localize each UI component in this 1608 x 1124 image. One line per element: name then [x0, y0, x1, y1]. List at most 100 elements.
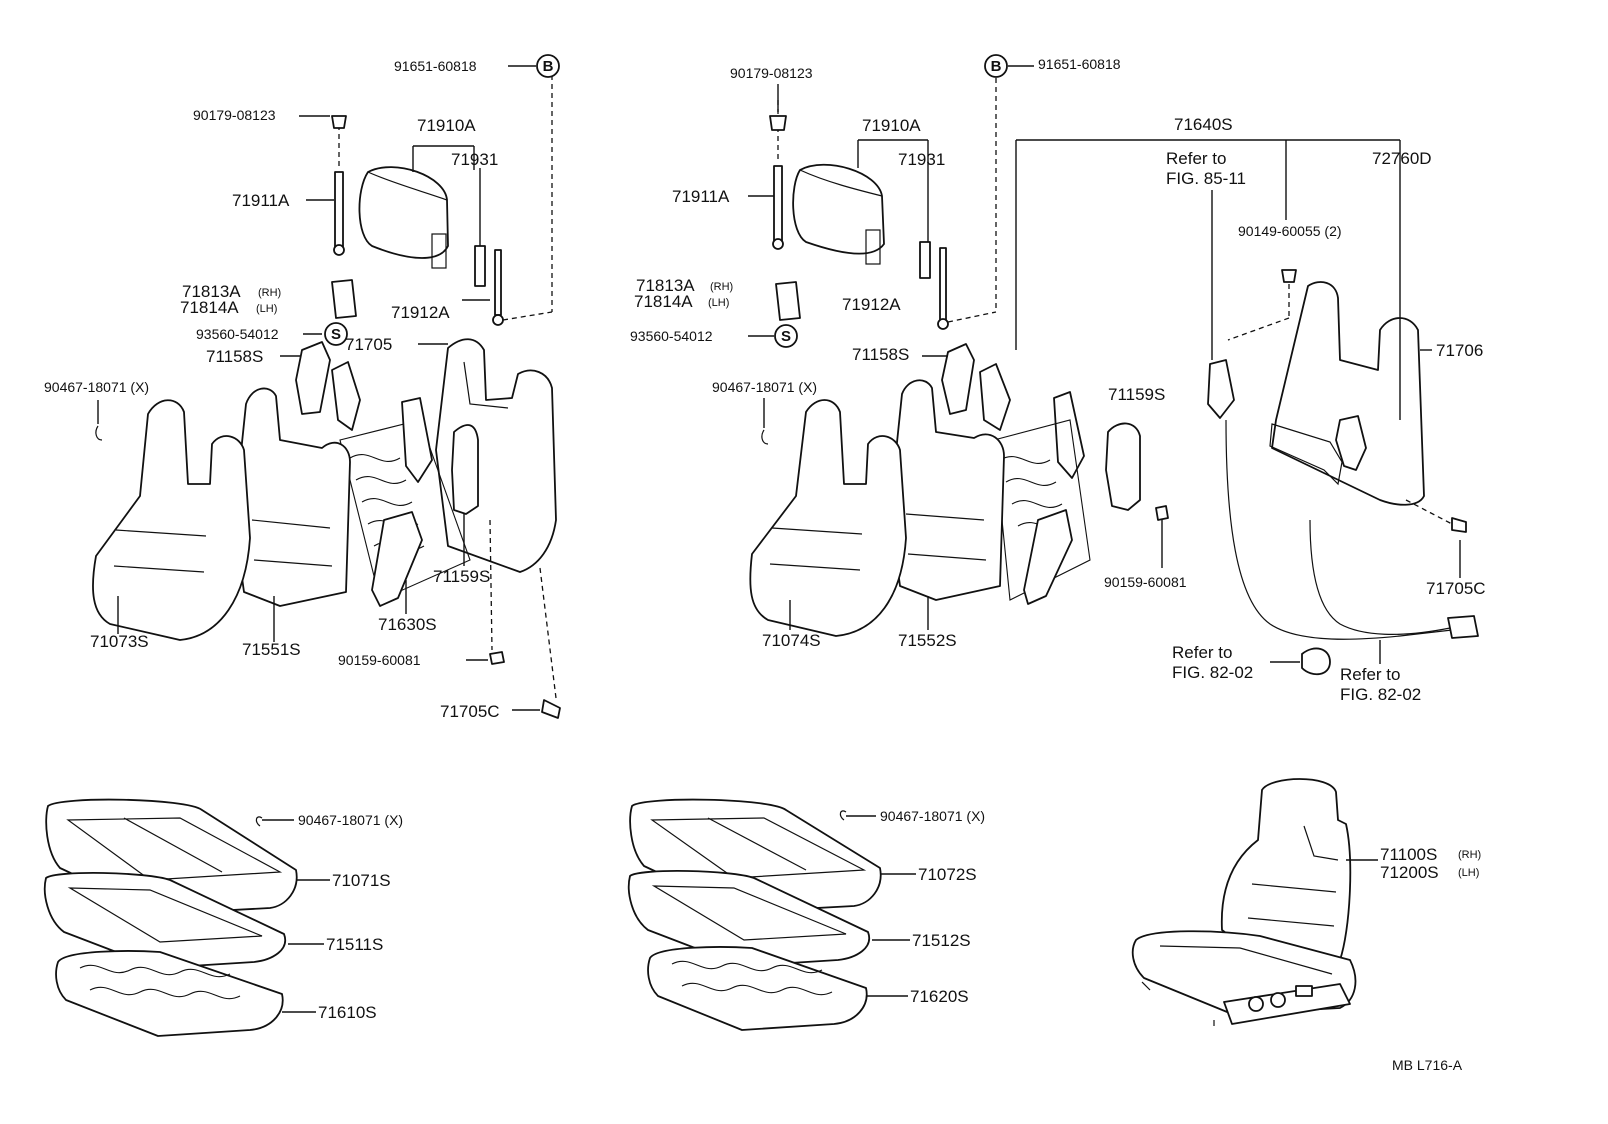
- right-headrest: [792, 163, 885, 255]
- label-71705C-right: 71705C: [1426, 579, 1486, 598]
- svg-text:S: S: [331, 326, 341, 343]
- left-back-pad-71551S: [233, 387, 351, 607]
- left-cushion-spring-71610S: [55, 950, 284, 1037]
- ref-fig-82-02-left-line1: Refer to: [1172, 643, 1232, 662]
- label-71813A-right: 71813A: [636, 276, 695, 295]
- svg-text:(RH): (RH): [1458, 849, 1481, 861]
- label-71072S: 71072S: [918, 865, 977, 884]
- label-71512S: 71512S: [912, 931, 971, 950]
- right-bracket: [775, 281, 801, 321]
- left-screw-icon: [489, 651, 505, 665]
- svg-text:(LH): (LH): [256, 303, 277, 315]
- label-90179-left: 90179-08123: [193, 107, 276, 123]
- label-71552S: 71552S: [898, 631, 957, 650]
- label-91651-left: 91651-60818: [394, 58, 477, 74]
- right-rod: [939, 247, 947, 321]
- left-s-marker-icon: [324, 322, 348, 346]
- right-bolt-90149-icon: [1281, 269, 1297, 283]
- power-switch-knob-2-icon: [1270, 992, 1286, 1008]
- svg-text:B: B: [543, 58, 554, 75]
- right-s-marker-icon: [774, 324, 798, 348]
- ref-fig-82-02-right-line1: Refer to: [1340, 665, 1400, 684]
- left-headrest: [358, 166, 449, 259]
- right-back-pad-71552S: [889, 379, 1005, 601]
- label-71912A-right: 71912A: [842, 295, 901, 314]
- left-lower-panel-71630S: [371, 511, 423, 607]
- right-spring-mat: [993, 419, 1091, 601]
- label-93560-right: 93560-54012: [630, 328, 713, 344]
- left-cushion-group: 90467-18071 (X) 71071S 71511S 71610S: [43, 798, 403, 1037]
- label-71931-left: 71931: [451, 150, 498, 169]
- left-side-cover-71159S: [451, 424, 479, 515]
- right-side-cover-71159S: [1105, 422, 1141, 511]
- right-motor-icon: [1335, 415, 1367, 471]
- right-power-back-frame-71706: [1271, 281, 1425, 506]
- label-90159-left: 90159-60081: [338, 652, 421, 668]
- complete-seat-group: 71100S (RH) 71200S (LH): [1131, 778, 1481, 1026]
- label-71705C-left: 71705C: [440, 702, 500, 721]
- label-71159S-left: 71159S: [433, 567, 490, 586]
- label-71814A-left: 71814A: [180, 298, 239, 317]
- left-cushion-pad-71511S: [43, 872, 287, 969]
- left-bracket: [331, 279, 357, 319]
- right-b-marker-icon: [984, 54, 1008, 78]
- right-cushion-group: 90467-18071 (X) 71072S 71512S 71620S: [627, 798, 985, 1031]
- label-71074S: 71074S: [762, 631, 821, 650]
- label-90467-left-cushion: 90467-18071 (X): [298, 812, 403, 828]
- ref-fig-85-11-line2: FIG. 85-11: [1166, 169, 1246, 188]
- label-71100S: 71100S: [1380, 845, 1437, 864]
- left-side-trim-71158S: [295, 341, 331, 415]
- svg-text:B: B: [991, 58, 1002, 75]
- ref-fig-82-02-right-line2: FIG. 82-02: [1340, 685, 1421, 704]
- right-side-trim-71158S: [941, 343, 975, 415]
- label-71630S-left: 71630S: [378, 615, 437, 634]
- left-spring-mat: [339, 419, 471, 601]
- ref-fig-85-11-line1: Refer to: [1166, 149, 1226, 168]
- right-cushion-spring-71620S: [647, 946, 868, 1031]
- svg-text:(RH): (RH): [258, 287, 281, 299]
- label-90159-right: 90159-60081: [1104, 574, 1187, 590]
- label-71511S: 71511S: [326, 935, 383, 954]
- left-bolt-icon: [541, 699, 561, 719]
- right-headrest-stay: [773, 165, 783, 243]
- label-71911A-left: 71911A: [232, 191, 290, 210]
- right-bolt-71705C-icon: [1451, 517, 1467, 533]
- right-actuator-icon: [1207, 359, 1235, 419]
- label-90467-right-cushion: 90467-18071 (X): [880, 808, 985, 824]
- label-71551S: 71551S: [242, 640, 301, 659]
- right-harness: [1225, 419, 1453, 640]
- label-71640S: 71640S: [1174, 115, 1233, 134]
- svg-text:(LH): (LH): [1458, 867, 1479, 879]
- svg-text:(RH): (RH): [710, 281, 733, 293]
- label-71071S: 71071S: [332, 871, 391, 890]
- label-71620S: 71620S: [910, 987, 969, 1006]
- complete-seat-back: [1220, 778, 1352, 961]
- label-71158S-left: 71158S: [206, 347, 263, 366]
- svg-text:(LH): (LH): [708, 297, 729, 309]
- right-nut-icon: [769, 115, 787, 131]
- ref-fig-82-02-left-line2: FIG. 82-02: [1172, 663, 1253, 682]
- label-71158S-right: 71158S: [852, 345, 909, 364]
- right-cushion-pad-71512S: [627, 870, 871, 967]
- svg-text:S: S: [781, 328, 791, 345]
- left-rod: [494, 249, 502, 316]
- right-seat-back-group: B S 90179-08123 91651-60818 71910A 71931…: [630, 54, 1486, 704]
- label-71911A-right: 71911A: [672, 187, 730, 206]
- label-71073S: 71073S: [90, 632, 149, 651]
- left-nut-icon: [331, 115, 347, 129]
- left-headrest-stay: [334, 171, 344, 249]
- right-bolt-small-icon: [1155, 505, 1169, 521]
- right-back-cover-71074S: [749, 399, 907, 637]
- label-71813A-left: 71813A: [182, 282, 241, 301]
- label-71910A-left: 71910A: [417, 116, 476, 135]
- label-91651-right: 91651-60818: [1038, 56, 1121, 72]
- label-71910A-right: 71910A: [862, 116, 921, 135]
- label-71912A-left: 71912A: [391, 303, 450, 322]
- label-90467-right-back: 90467-18071 (X): [712, 379, 817, 395]
- left-seat-back-group: B S 91651-60818 90179-08123 71910A 71931…: [44, 54, 561, 721]
- label-72760D: 72760D: [1372, 149, 1432, 168]
- drawing-code: MB L716-A: [1392, 1057, 1463, 1073]
- label-93560-left: 93560-54012: [196, 326, 279, 342]
- label-90149: 90149-60055 (2): [1238, 223, 1342, 239]
